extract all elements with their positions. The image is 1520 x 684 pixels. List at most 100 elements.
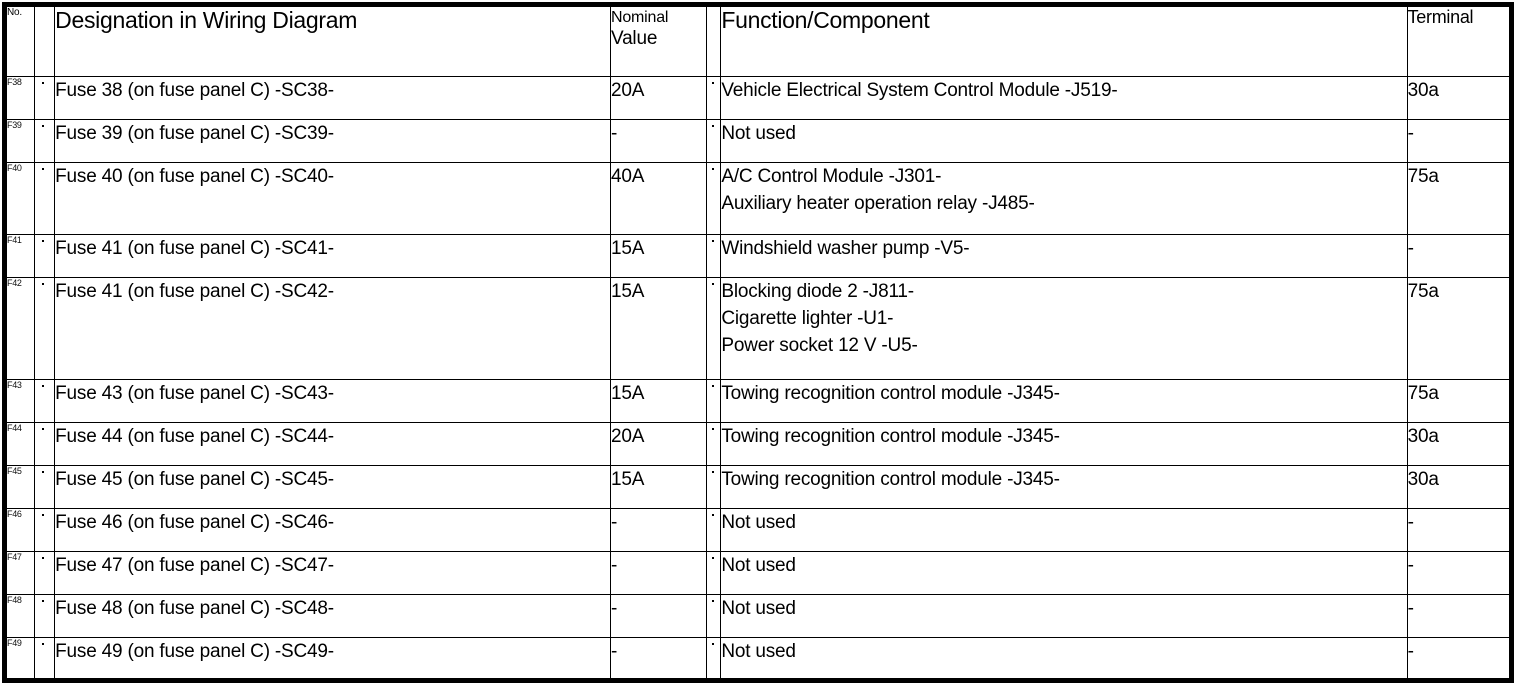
cell-marker-dot [34,76,56,120]
dot-icon [712,557,715,559]
dot-icon [712,125,715,127]
cell-marker-dot [34,508,56,552]
cell-nominal-value: - [609,119,708,163]
cell-marker-dot-2 [706,594,722,638]
cell-terminal: - [1406,594,1513,638]
dot-icon [42,385,45,387]
cell-function-component: Towing recognition control module -J345- [720,422,1408,466]
cell-terminal: 75a [1406,379,1513,423]
dot-icon [42,240,45,242]
cell-terminal: 75a [1406,277,1513,380]
cell-terminal: 30a [1406,422,1513,466]
cell-marker-dot-2 [706,234,722,278]
cell-nominal-value: 15A [609,379,708,423]
cell-fuse-number: F47 [3,551,36,595]
column-header-no: No. [3,4,36,77]
cell-terminal: - [1406,551,1513,595]
cell-designation: Fuse 48 (on fuse panel C) -SC48- [54,594,611,638]
dot-icon [42,471,45,473]
cell-fuse-number: F44 [3,422,36,466]
dot-icon [42,428,45,430]
cell-designation: Fuse 47 (on fuse panel C) -SC47- [54,551,611,595]
cell-function-component: Towing recognition control module -J345- [720,379,1408,423]
cell-fuse-number: F49 [3,637,36,681]
cell-marker-dot [34,422,56,466]
cell-marker-dot [34,162,56,235]
dot-icon [42,82,45,84]
cell-function-component: Not used [720,594,1408,638]
cell-function-component: A/C Control Module -J301- Auxiliary heat… [720,162,1408,235]
cell-fuse-number: F45 [3,465,36,509]
cell-terminal: - [1406,508,1513,552]
dot-icon [712,168,715,170]
cell-marker-dot-2 [706,508,722,552]
cell-marker-dot-2 [706,162,722,235]
cell-terminal: - [1406,119,1513,163]
dot-icon [712,283,715,285]
cell-terminal: 30a [1406,76,1513,120]
dot-icon [712,240,715,242]
column-header-marker-spacer [34,4,56,77]
cell-marker-dot-2 [706,637,722,681]
cell-nominal-value: 20A [609,76,708,120]
cell-terminal: - [1406,234,1513,278]
dot-icon [42,600,45,602]
table-row: F44 Fuse 44 (on fuse panel C) -SC44-20A To… [3,422,1513,466]
dot-icon [42,514,45,516]
cell-designation: Fuse 38 (on fuse panel C) -SC38- [54,76,611,120]
cell-marker-dot [34,119,56,163]
cell-designation: Fuse 49 (on fuse panel C) -SC49- [54,637,611,681]
cell-marker-dot [34,637,56,681]
cell-function-component: Windshield washer pump -V5- [720,234,1408,278]
cell-marker-dot-2 [706,119,722,163]
dot-icon [712,385,715,387]
nominal-value-line1: Nominal [611,9,669,26]
cell-designation: Fuse 43 (on fuse panel C) -SC43- [54,379,611,423]
cell-nominal-value: 20A [609,422,708,466]
cell-fuse-number: F39 [3,119,36,163]
dot-icon [712,471,715,473]
cell-marker-dot-2 [706,465,722,509]
cell-nominal-value: 15A [609,277,708,380]
dot-icon [42,557,45,559]
cell-nominal-value: - [609,508,708,552]
dot-icon [42,168,45,170]
cell-marker-dot [34,379,56,423]
cell-function-component: Blocking diode 2 -J811- Cigarette lighte… [720,277,1408,380]
cell-terminal: 75a [1406,162,1513,235]
cell-nominal-value: 15A [609,465,708,509]
table-row: F47 Fuse 47 (on fuse panel C) -SC47- -Not … [3,551,1513,595]
cell-designation: Fuse 44 (on fuse panel C) -SC44- [54,422,611,466]
nominal-value-line2: Value [611,28,658,49]
cell-marker-dot-2 [706,76,722,120]
cell-terminal: 30a [1406,465,1513,509]
table-row: F38 Fuse 38 (on fuse panel C) -SC38-20A Ve… [3,76,1513,120]
cell-terminal: - [1406,637,1513,681]
column-header-terminal: Terminal [1406,4,1513,77]
cell-marker-dot [34,277,56,380]
cell-marker-dot [34,234,56,278]
cell-designation: Fuse 41 (on fuse panel C) -SC42- [54,277,611,380]
dot-icon [712,82,715,84]
cell-fuse-number: F41 [3,234,36,278]
cell-function-component: Not used [720,551,1408,595]
cell-nominal-value: 40A [609,162,708,235]
cell-marker-dot-2 [706,551,722,595]
cell-nominal-value: - [609,637,708,681]
cell-designation: Fuse 46 (on fuse panel C) -SC46- [54,508,611,552]
cell-designation: Fuse 39 (on fuse panel C) -SC39- [54,119,611,163]
cell-designation: Fuse 40 (on fuse panel C) -SC40- [54,162,611,235]
cell-marker-dot [34,551,56,595]
cell-function-component: Not used [720,637,1408,681]
cell-fuse-number: F38 [3,76,36,120]
column-header-nominal-value: Nominal Value [609,4,708,77]
cell-function-component: Vehicle Electrical System Control Module… [720,76,1408,120]
cell-function-component: Towing recognition control module -J345- [720,465,1408,509]
cell-fuse-number: F48 [3,594,36,638]
